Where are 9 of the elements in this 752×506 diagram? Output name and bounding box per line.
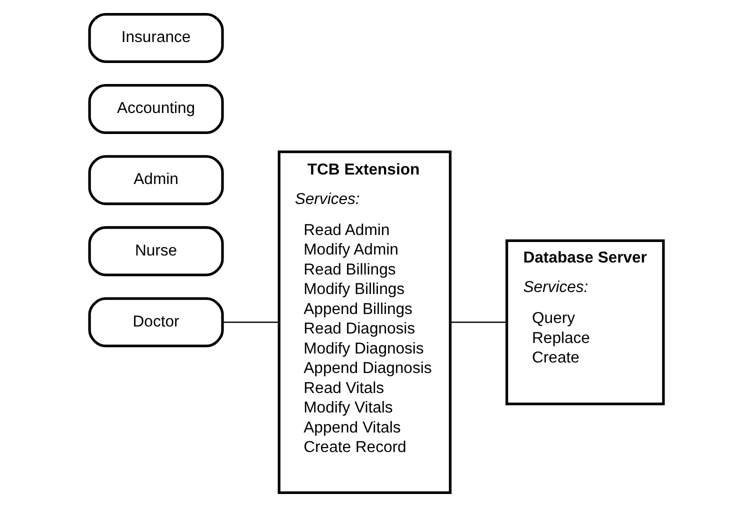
node-box: Doctor [88,296,224,347]
connector [450,321,506,322]
node-box: Database Server Services: Query Replace Create [505,238,664,405]
node-box: Accounting [88,84,224,134]
node-box: TCB Extension Services: Read Admin Modify Admin Read Billings Modify Billings Append Billings Read Diagnosis Modify Diagnosis Append Diagnosis Read Vitals Modify Vitals Append Vitals Create Record [277,150,452,494]
node-box: Admin [88,154,224,205]
node-box: Nurse [88,226,224,276]
connector [222,321,278,322]
node-box: Insurance [88,12,224,62]
